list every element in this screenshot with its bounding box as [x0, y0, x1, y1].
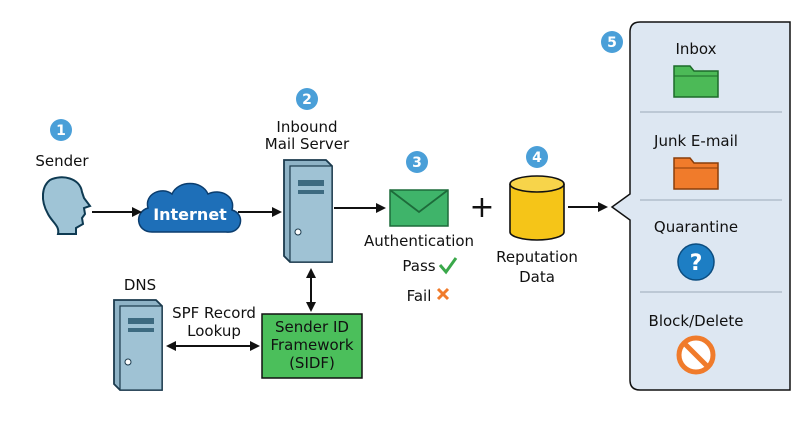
dns-server-icon: [113, 299, 163, 391]
step-badge-5: 5: [601, 31, 623, 53]
inbound-label-line1: Inbound: [276, 118, 337, 136]
pass-label: Pass: [402, 257, 435, 275]
dns-label: DNS: [124, 276, 156, 294]
svg-text:3: 3: [412, 155, 422, 171]
question-icon: ?: [677, 243, 715, 281]
reputation-label-line2: Data: [519, 268, 555, 286]
svg-text:1: 1: [56, 123, 66, 139]
sidf-label-line3: (SIDF): [289, 354, 335, 372]
block-icon: [676, 335, 716, 375]
quarantine-label: Quarantine: [654, 218, 738, 236]
step-badge-1: 1: [50, 119, 72, 141]
authentication-label: Authentication: [364, 232, 474, 250]
step-badge-4: 4: [526, 146, 548, 168]
step-badge-3: 3: [406, 151, 428, 173]
spf-label-line2: Lookup: [187, 322, 241, 340]
sender-head-icon: [42, 176, 92, 235]
sidf-box: [261, 313, 363, 379]
sidf-label-line1: Sender ID: [275, 318, 349, 336]
inbound-label-line2: Mail Server: [265, 135, 350, 153]
fail-label: Fail: [407, 287, 432, 305]
step-badge-2: 2: [296, 88, 318, 110]
pass-check-icon: [438, 257, 458, 275]
plus-sign: +: [469, 190, 494, 225]
svg-text:5: 5: [607, 35, 617, 51]
internet-label: Internet: [153, 205, 227, 224]
reputation-database-icon: [509, 175, 565, 241]
inbox-label: Inbox: [675, 40, 716, 58]
block-label: Block/Delete: [649, 312, 744, 330]
fail-x-icon: [436, 287, 450, 301]
svg-text:2: 2: [302, 92, 312, 108]
folder-icon-orange: [673, 157, 719, 190]
svg-text:4: 4: [532, 150, 542, 166]
svg-text:?: ?: [690, 251, 703, 276]
reputation-label-line1: Reputation: [496, 248, 578, 266]
internet-cloud-icon: [138, 182, 242, 233]
destination-panel: [610, 21, 791, 391]
spf-label-line1: SPF Record: [172, 304, 256, 322]
sender-label: Sender: [35, 152, 89, 170]
envelope-icon: [389, 189, 449, 227]
inbound-server-icon: [283, 159, 333, 263]
folder-icon-green: [673, 65, 719, 98]
sidf-label-line2: Framework: [270, 336, 353, 354]
junk-label: Junk E-mail: [653, 132, 738, 150]
